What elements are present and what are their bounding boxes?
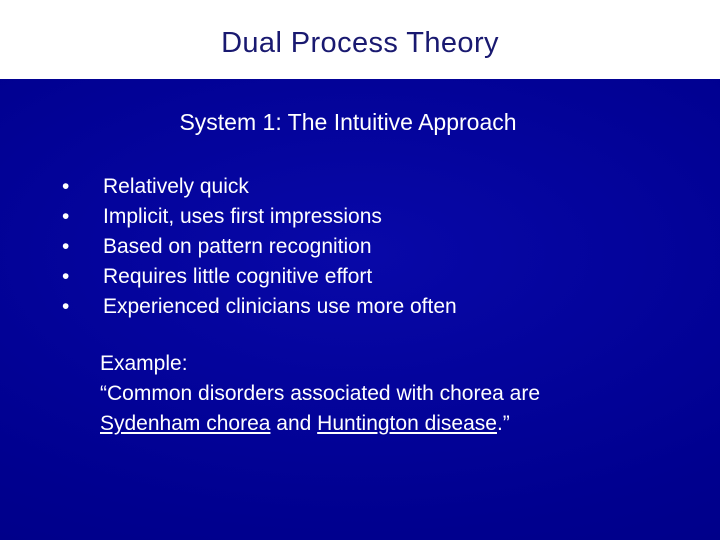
- list-item: • Based on pattern recognition: [62, 232, 682, 262]
- slide-subtitle: System 1: The Intuitive Approach: [179, 109, 517, 135]
- list-item: • Experienced clinicians use more often: [62, 292, 682, 322]
- page-title: Dual Process Theory: [221, 27, 499, 59]
- bullet-point-icon: •: [62, 205, 70, 228]
- list-item: • Implicit, uses first impressions: [62, 202, 682, 232]
- list-item: • Requires little cognitive effort: [62, 262, 682, 292]
- list-item-label: Requires little cognitive effort: [103, 265, 373, 288]
- list-item-label: Based on pattern recognition: [103, 235, 372, 258]
- bullet-point-icon: •: [62, 265, 70, 288]
- bullet-point-icon: •: [62, 175, 70, 198]
- bullet-list: • Relatively quick • Implicit, uses firs…: [62, 172, 682, 322]
- term-sydenham-chorea: Sydenham chorea: [100, 412, 271, 435]
- slide-body: System 1: The Intuitive Approach • Relat…: [0, 79, 720, 540]
- bullet-point-icon: •: [62, 295, 70, 318]
- term-huntington-disease: Huntington disease: [317, 412, 497, 435]
- list-item-label: Implicit, uses first impressions: [103, 205, 382, 228]
- example-quote-line-2: Sydenham chorea and Huntington disease.”: [100, 409, 700, 439]
- list-item-label: Experienced clinicians use more often: [103, 295, 457, 318]
- quote-connector: and: [270, 412, 318, 435]
- title-band: Dual Process Theory: [0, 0, 720, 79]
- example-quote-line-1: “Common disorders associated with chorea…: [100, 382, 541, 405]
- example-heading: Example:: [100, 352, 188, 375]
- bullet-point-icon: •: [62, 235, 70, 258]
- example-block: Example: “Common disorders associated wi…: [100, 349, 700, 439]
- quote-closing-punctuation: .”: [496, 412, 510, 435]
- list-item: • Relatively quick: [62, 172, 682, 202]
- list-item-label: Relatively quick: [103, 175, 249, 198]
